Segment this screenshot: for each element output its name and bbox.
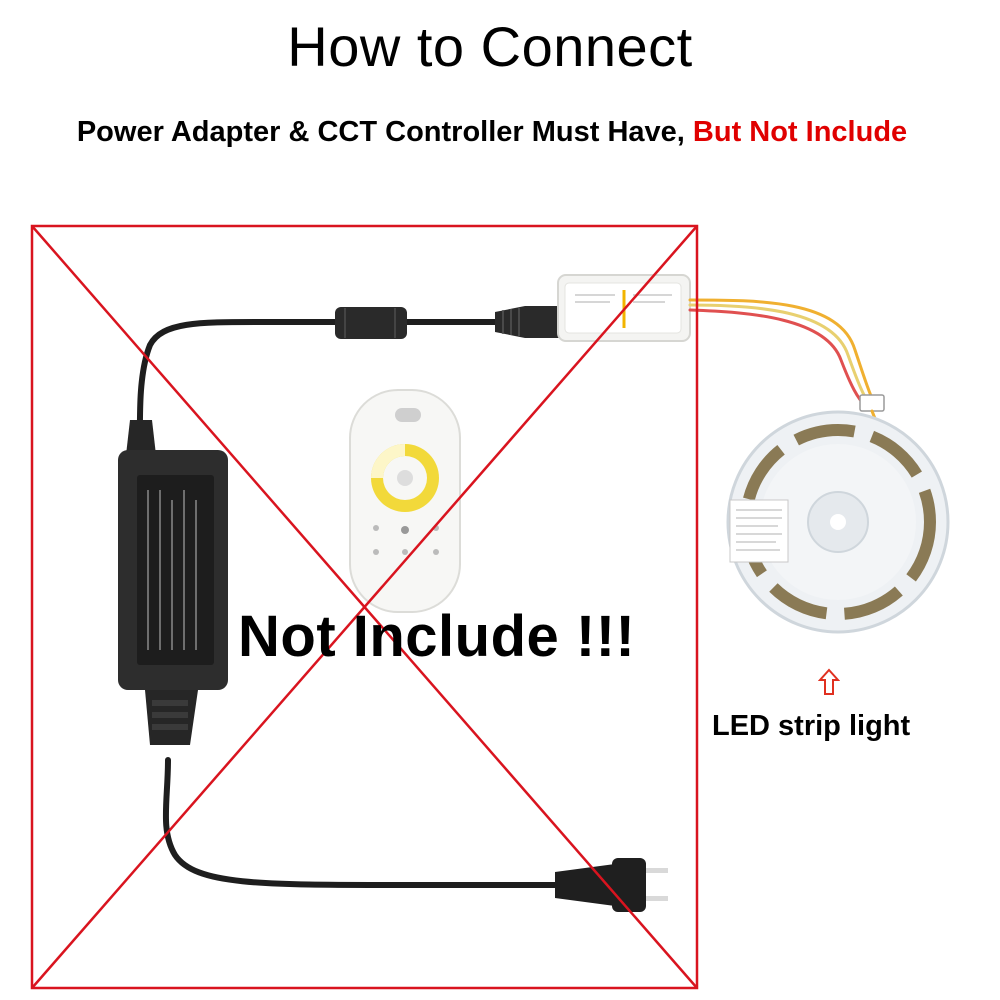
dc-barrel-connector bbox=[335, 306, 560, 339]
touch-remote bbox=[349, 389, 461, 613]
led-strip-reel bbox=[726, 410, 950, 634]
up-arrow-icon bbox=[818, 668, 840, 695]
not-include-stamp: Not Include !!! bbox=[238, 604, 636, 669]
page-title: How to Connect bbox=[287, 15, 693, 78]
led-strip-label: LED strip light bbox=[712, 710, 911, 742]
not-included-frame bbox=[30, 224, 699, 990]
strip-wires bbox=[688, 298, 885, 472]
subtitle-main: Power Adapter & CCT Controller Must Have… bbox=[76, 116, 693, 148]
dc-cable bbox=[136, 319, 503, 458]
wall-plug bbox=[555, 858, 668, 912]
subtitle-warning: But Not Include bbox=[692, 116, 908, 148]
page-subtitle: Power Adapter & CCT Controller Must Have… bbox=[0, 116, 984, 149]
power-adapter bbox=[118, 420, 228, 745]
ac-cable bbox=[162, 757, 563, 888]
